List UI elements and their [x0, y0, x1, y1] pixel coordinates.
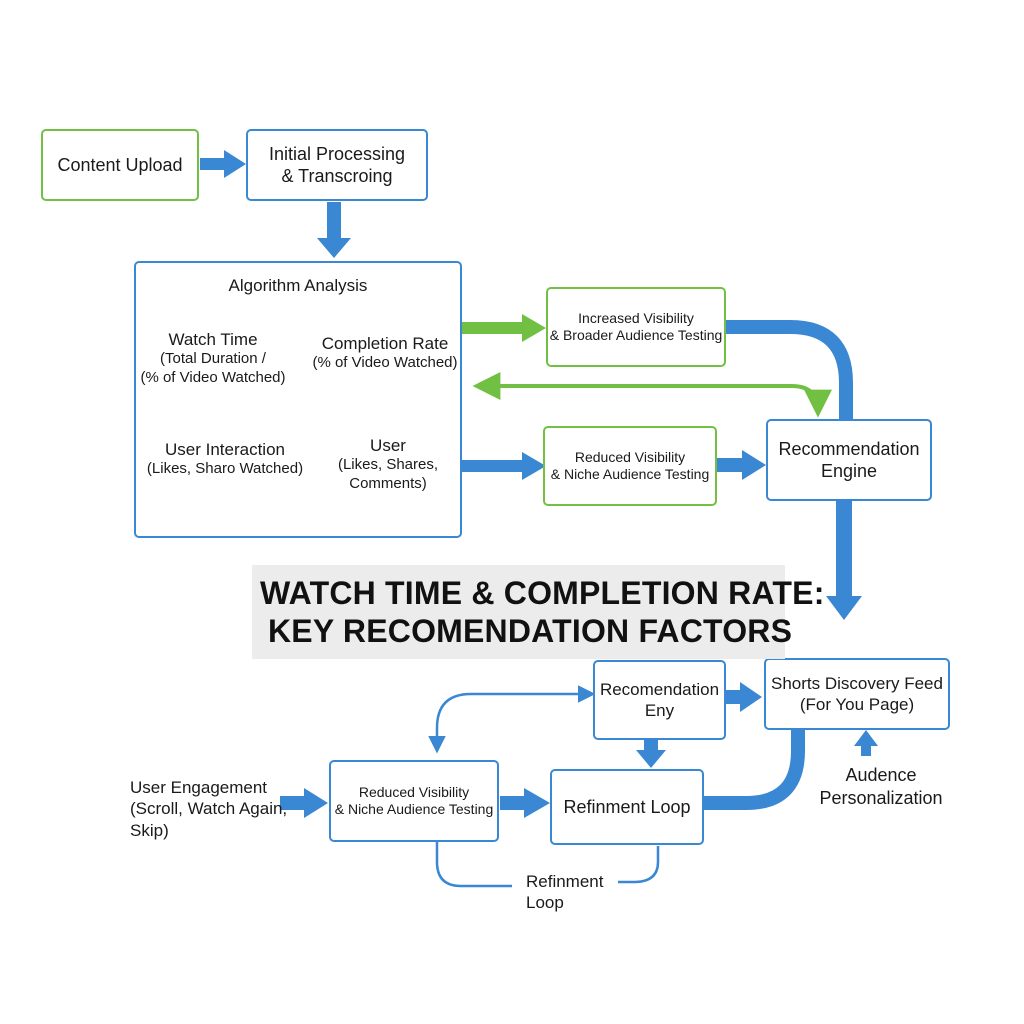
algorithm-analysis-node: Algorithm Analysis Watch Time (Total Dur…	[134, 261, 462, 538]
arrow-reduced-to-engine	[716, 450, 766, 480]
recomendation-eny-line-1: Recomendation	[599, 679, 720, 699]
reduced-visibility-bottom-line-1: Reduced Visibility	[358, 783, 470, 800]
recomendation-eny-node: Recomendation Eny	[593, 660, 726, 740]
arrow-personalization-to-feed	[854, 730, 878, 756]
increased-visibility-node: Increased Visibility & Broader Audience …	[546, 287, 726, 367]
reduced-visibility-top-line-1: Reduced Visibility	[574, 448, 686, 465]
initial-processing-line-1: Initial Processing	[268, 143, 406, 164]
banner-line-1: WATCH TIME & COMPLETION RATE:	[260, 574, 825, 611]
refinment-loop-caption-line-1: Refinment	[526, 872, 604, 891]
metric-user: User (Likes, Shares, Comments)	[320, 435, 456, 494]
initial-processing-line-2: & Transcroing	[281, 166, 393, 186]
metric-watch-time-line-3: (% of Video Watched)	[140, 369, 286, 386]
arrow-analysis-to-increased	[462, 314, 546, 342]
metric-user-line-3: Comments)	[349, 475, 427, 492]
banner-line-2: KEY RECOMENDATION FACTORS	[268, 613, 793, 649]
loop-line-left	[435, 842, 512, 888]
shorts-discovery-feed-line-1: Shorts Discovery Feed	[771, 673, 943, 693]
audience-personalization-label: Audence Personalization	[806, 764, 956, 809]
reduced-visibility-bottom-line-2: & Niche Audience Testing	[334, 801, 494, 817]
metric-user-interaction-title: User Interaction	[165, 440, 285, 459]
audience-personalization-line-2: Personalization	[819, 787, 943, 808]
recommendation-engine-line-2: Engine	[820, 461, 878, 481]
metric-user-title: User	[370, 436, 406, 455]
metric-user-interaction-line-2: (Likes, Sharo Watched)	[146, 460, 304, 478]
content-upload-node: Content Upload	[41, 129, 199, 201]
reduced-visibility-bottom-node: Reduced Visibility & Niche Audience Test…	[329, 760, 499, 842]
metric-completion-rate-title: Completion Rate	[321, 334, 449, 353]
reduced-visibility-top-node: Reduced Visibility & Niche Audience Test…	[543, 426, 717, 506]
metric-watch-time-line-2: (Total Duration /	[160, 350, 266, 368]
metric-user-interaction: User Interaction (Likes, Sharo Watched)	[138, 439, 312, 479]
recomendation-eny-line-2: Eny	[644, 701, 675, 720]
curve-increased-to-engine	[726, 320, 853, 420]
shorts-discovery-feed-node: Shorts Discovery Feed (For You Page)	[764, 658, 950, 730]
arrow-analysis-to-reduced	[462, 452, 546, 480]
user-engagement-label: User Engagement (Scroll, Watch Again, Sk…	[130, 777, 287, 841]
arrow-processing-to-analysis	[317, 202, 351, 258]
refinment-loop-node: Refinment Loop	[550, 769, 704, 845]
loop-line-right	[618, 846, 660, 884]
arrow-reduced-to-refinment	[500, 788, 550, 818]
user-engagement-line-1: User Engagement	[130, 778, 268, 797]
increased-visibility-line-2: & Broader Audience Testing	[549, 327, 723, 343]
metric-watch-time: Watch Time (Total Duration / (% of Video…	[138, 329, 288, 388]
algorithm-analysis-title-text: Algorithm Analysis	[228, 276, 368, 295]
arrow-upload-to-processing	[200, 150, 246, 178]
curve-refinment-to-feed	[704, 730, 805, 810]
metric-completion-rate: Completion Rate (% of Video Watched)	[308, 333, 462, 373]
initial-processing-node: Initial Processing & Transcroing	[246, 129, 428, 201]
increased-visibility-line-1: Increased Visibility	[578, 309, 694, 326]
key-factors-banner: WATCH TIME & COMPLETION RATE: KEY RECOME…	[252, 565, 825, 659]
metric-completion-rate-line-2: (% of Video Watched)	[312, 354, 458, 372]
arrow-loop-to-eny	[428, 685, 596, 754]
user-engagement-line-3: Skip)	[130, 820, 169, 840]
arrow-eny-to-refinment	[636, 740, 666, 768]
arrow-eny-to-feed	[726, 682, 762, 712]
user-engagement-line-2: (Scroll, Watch Again,	[130, 799, 288, 819]
arrow-engine-feedback-to-analysis	[472, 372, 832, 418]
refinment-loop-label: Refinment Loop	[563, 796, 691, 817]
recommendation-engine-node: Recommendation Engine	[766, 419, 932, 501]
reduced-visibility-top-line-2: & Niche Audience Testing	[550, 466, 710, 482]
refinment-loop-caption: Refinment Loop	[526, 871, 616, 914]
shorts-discovery-feed-line-2: (For You Page)	[799, 695, 915, 714]
metric-user-line-2: (Likes, Shares,	[337, 456, 439, 474]
content-upload-label: Content Upload	[57, 154, 183, 175]
arrow-engine-down	[826, 500, 862, 620]
recommendation-engine-line-1: Recommendation	[778, 438, 920, 459]
algorithm-analysis-title: Algorithm Analysis	[136, 275, 460, 296]
audience-personalization-line-1: Audence	[845, 765, 917, 785]
arrow-engagement-to-reduced	[280, 788, 328, 818]
metric-watch-time-title: Watch Time	[168, 330, 258, 349]
refinment-loop-caption-line-2: Loop	[526, 893, 564, 913]
